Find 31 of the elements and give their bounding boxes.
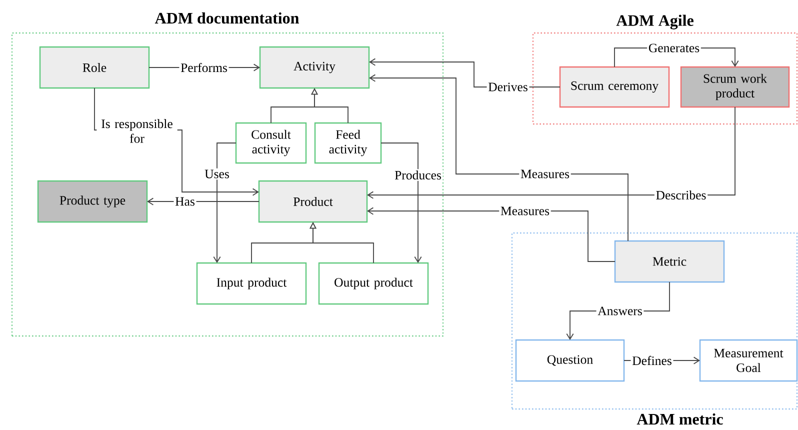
entity-box: Measurement Goal: [699, 339, 798, 382]
edge-label: Has: [174, 196, 196, 208]
entity-box: Output product: [318, 262, 429, 305]
edge-label: Produces: [393, 169, 443, 181]
arrow: [147, 198, 260, 206]
arrow: [380, 142, 422, 263]
group-title: ADM Agile: [616, 14, 694, 30]
edge-label: Generates: [647, 42, 701, 54]
group-title: ADM metric: [636, 413, 723, 425]
entity-box: Feed activity: [314, 122, 382, 164]
arrow: [213, 142, 236, 263]
edge-label: Measures: [499, 205, 551, 217]
edge-label: Describes: [654, 189, 708, 201]
entity-box: Consult activity: [235, 122, 307, 164]
entity-box: Scrum work product: [680, 66, 790, 108]
entity-box: Activity: [259, 46, 370, 89]
entity-box: Scrum ceremony: [559, 66, 670, 108]
entity-box: Role: [39, 46, 150, 89]
edge-label: Uses: [203, 168, 231, 180]
edge-label: Performs: [179, 62, 229, 74]
edge-label: Measures: [519, 168, 571, 180]
entity-box: Metric: [614, 240, 725, 283]
entity-box: Question: [515, 339, 625, 382]
edge-label: Derives: [486, 81, 530, 93]
edge-label: Is responsible for: [96, 118, 178, 144]
entity-box: Input product: [196, 262, 307, 305]
edge-label: Defines: [630, 354, 674, 366]
entity-box: Product: [258, 180, 368, 223]
group-title: ADM documentation: [154, 12, 299, 24]
edge-label: Answers: [596, 305, 644, 317]
entity-box: Product type: [37, 180, 148, 223]
